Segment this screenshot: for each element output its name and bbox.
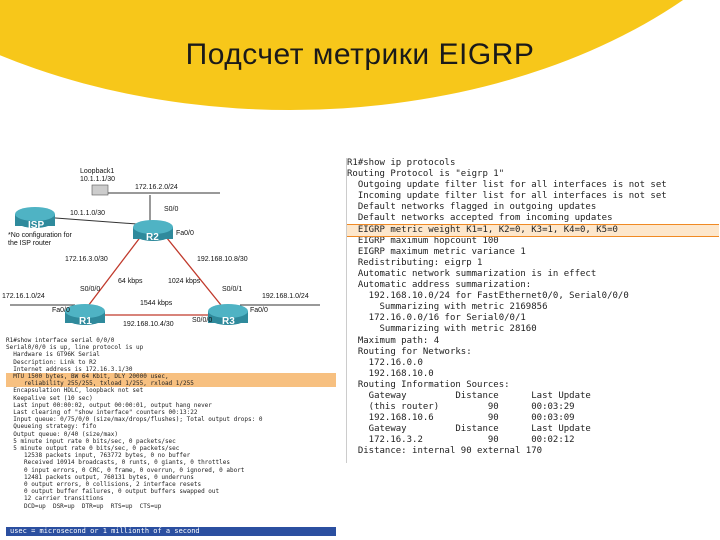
cli-line: Received 10914 broadcasts, 0 runts, 0 gi… (6, 459, 230, 467)
cli-line: 0 output buffer failures, 0 output buffe… (6, 488, 220, 496)
cli-line: 12481 packets output, 760131 bytes, 0 un… (6, 473, 194, 481)
cli-line: DCD=up DSR=up DTR=up RTS=up CTS=up (6, 502, 162, 510)
r2-r3-net-label: 192.168.10.8/30 (197, 256, 248, 263)
cli-line: Description: Link to R2 (6, 358, 97, 366)
r3-s000-label: S0/0/0 (192, 317, 212, 324)
cli-line: Encapsulation HDLC, loopback not set (6, 387, 144, 395)
r1-r2-link (84, 226, 149, 311)
cli-line: Keepalive set (10 sec) (6, 394, 93, 402)
isp-router-label: ISP (28, 220, 44, 231)
cli-line: Output queue: 0/40 (size/max) (6, 430, 118, 438)
r1-lan-label: 172.16.1.0/24 (2, 293, 45, 300)
cli-line: Queueing strategy: fifo (6, 423, 97, 431)
r3-fa-label: Fa0/0 (250, 307, 268, 314)
topology-svg: ISP R2 R1 R3 Loopback1 10. (2, 168, 320, 328)
cli-line: Automatic network summarization is in ef… (347, 268, 597, 279)
r1-router-label: R1 (79, 316, 92, 327)
cli-line: Routing for Networks: (347, 346, 472, 357)
cli-line: R1#show interface serial 0/0/0 (6, 337, 115, 344)
isp-link-label: 10.1.1.0/30 (70, 210, 105, 217)
cli-line: Serial0/0/0 is up, line protocol is up (6, 344, 144, 352)
cli-line: Redistributing: eigrp 1 (347, 257, 483, 268)
cli-line: Automatic address summarization: (347, 280, 532, 291)
cli-line: Maximum path: 4 (347, 335, 440, 346)
cli-line: 192.168.10.0 (347, 368, 434, 379)
r2-r3-link (157, 226, 226, 311)
cli-line: 172.16.0.0/16 for Serial0/0/1 (347, 313, 526, 324)
cli-line: EIGRP maximum hopcount 100 (347, 235, 499, 246)
cli-line: Incoming update filter list for all inte… (347, 191, 667, 202)
r3-router-label: R3 (222, 316, 235, 327)
loopback-icon (91, 184, 109, 196)
r1-r3-bandwidth: 1544 kbps (140, 300, 173, 307)
cli-line: Summarizing with metric 2169856 (347, 302, 548, 313)
cli-line: Summarizing with metric 28160 (347, 324, 537, 335)
r2-r3-bandwidth: 1024 kbps (168, 278, 201, 285)
cli-line: Routing Information Sources: (347, 379, 510, 390)
loopback-address: 10.1.1.1/30 (80, 176, 115, 183)
cli-line: Outgoing update filter list for all inte… (347, 180, 667, 191)
router-r3: R3 (208, 304, 248, 327)
cli-line: 5 minute output rate 0 bits/sec, 0 packe… (6, 445, 180, 453)
cli-line: 172.16.3.2 90 00:02:12 (347, 435, 575, 446)
router-r1: R1 (65, 304, 105, 327)
cli-line-highlighted: MTU 1500 bytes, BW 64 Kbit, DLY 20000 us… (6, 373, 336, 381)
cli-line: Routing Protocol is "eigrp 1" (347, 169, 505, 180)
cli-line: Default networks flagged in outgoing upd… (347, 202, 597, 213)
s00-top-label: S0/0 (164, 206, 179, 213)
r1-s000-label: S0/0/0 (80, 286, 100, 293)
cli-line: Gateway Distance Last Update (347, 390, 591, 401)
slide-title: Подсчет метрики EIGRP (185, 38, 535, 71)
loopback-label: Loopback1 (80, 168, 114, 175)
cli-line: Gateway Distance Last Update (347, 424, 591, 435)
usec-note: usec = microsecond or 1 millionth of a s… (6, 527, 336, 536)
cli-line: 192.168.10.6 90 00:03:09 (347, 413, 575, 424)
cli-line: 12 carrier transitions (6, 495, 104, 503)
show-ip-protocols-output: R1#show ip protocols Routing Protocol is… (346, 158, 719, 463)
r1-r2-net-label: 172.16.3.0/30 (65, 256, 108, 263)
cli-line: Last input 00:00:02, output 00:00:01, ou… (6, 401, 212, 409)
r2-router-label: R2 (146, 232, 159, 243)
cli-line: 172.16.0.0 (347, 357, 423, 368)
cli-line: Distance: internal 90 external 170 (347, 446, 543, 457)
isp-note-line2: the ISP router (8, 240, 52, 247)
r3-s001-label: S0/0/1 (222, 286, 242, 293)
cli-line: Hardware is GT96K Serial (6, 351, 100, 359)
network-topology-diagram: ISP R2 R1 R3 Loopback1 10. (0, 165, 330, 335)
router-isp: ISP (15, 207, 55, 231)
cli-line: 5 minute input rate 0 bits/sec, 0 packet… (6, 437, 176, 445)
cli-line: 0 input errors, 0 CRC, 0 frame, 0 overru… (6, 466, 245, 474)
r1-r3-net-label: 192.168.10.4/30 (123, 321, 174, 328)
r1-r2-bandwidth: 64 kbps (118, 278, 143, 285)
cli-line: 192.168.10.0/24 for FastEthernet0/0, Ser… (347, 291, 629, 302)
r1-fa-label: Fa0/0 (52, 307, 70, 314)
k-values-highlighted: EIGRP metric weight K1=1, K2=0, K3=1, K4… (347, 223, 719, 237)
cli-line: EIGRP maximum metric variance 1 (347, 246, 526, 257)
cli-line: (this router) 90 00:03:29 (347, 402, 575, 413)
show-interface-output: R1#show interface serial 0/0/0 Serial0/0… (6, 337, 336, 537)
cli-line: Input queue: 0/75/0/0 (size/max/drops/fl… (6, 416, 263, 424)
net-top-label: 172.16.2.0/24 (135, 184, 178, 191)
cli-line: Default networks accepted from incoming … (347, 213, 613, 224)
router-r2: R2 (133, 220, 173, 243)
cli-line: Last clearing of "show interface" counte… (6, 409, 198, 417)
cli-line: 12538 packets input, 763772 bytes, 0 no … (6, 452, 191, 460)
isp-r2-link (41, 216, 151, 226)
cli-line: Internet address is 172.16.3.1/30 (6, 365, 133, 373)
r2-fa00-label: Fa0/0 (176, 230, 194, 237)
isp-note-line1: *No configuration for (8, 232, 72, 239)
cli-line-highlighted: reliability 255/255, txload 1/255, rxloa… (6, 380, 336, 388)
cli-line: 0 output errors, 0 collisions, 2 interfa… (6, 481, 202, 489)
cli-line: R1#show ip protocols (347, 158, 456, 168)
r3-lan-label: 192.168.1.0/24 (262, 293, 309, 300)
